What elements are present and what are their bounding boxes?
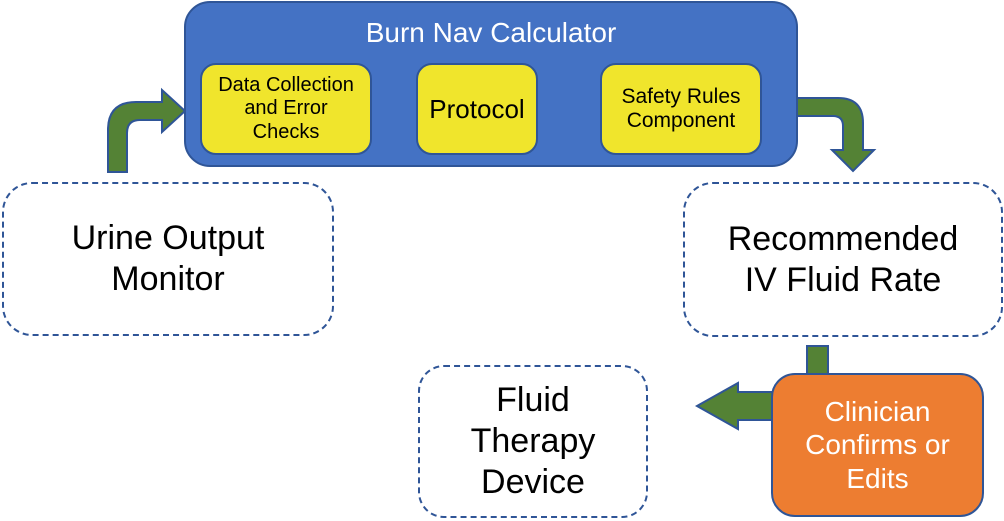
bent-arrow-right-down-icon — [794, 97, 877, 173]
node-label: Confirms or — [805, 429, 950, 461]
node-label: Recommended — [727, 219, 959, 258]
node-label: Fluid — [496, 381, 570, 420]
step-label: Protocol — [429, 93, 525, 124]
node-fluid-therapy-device: Fluid Therapy Device — [418, 365, 648, 518]
bent-arrow-up-right-icon — [107, 87, 187, 173]
step-label: Safety Rules — [621, 84, 741, 108]
node-label: IV Fluid Rate — [744, 260, 942, 299]
step-data-collection: Data Collection and Error Checks — [200, 63, 372, 155]
node-clinician-confirms-or-edits: Clinician Confirms or Edits — [771, 373, 984, 517]
calculator-title: Burn Nav Calculator — [365, 17, 617, 48]
step-label: Checks — [252, 120, 320, 143]
step-label: Component — [626, 109, 736, 132]
node-label: Device — [481, 462, 585, 501]
node-label: Urine Output — [71, 219, 265, 258]
node-urine-output-monitor: Urine Output Monitor — [2, 182, 334, 336]
step-label: Data Collection — [218, 74, 354, 97]
step-safety-rules: Safety Rules Component — [600, 63, 762, 155]
node-label: Edits — [846, 462, 909, 494]
arrow-left-icon — [694, 381, 781, 431]
step-label: and Error — [244, 97, 328, 120]
node-label: Therapy — [470, 422, 596, 461]
step-protocol: Protocol — [416, 63, 538, 155]
burn-nav-calculator: Burn Nav Calculator Data Collection and … — [184, 1, 798, 167]
node-label: Clinician — [824, 395, 931, 427]
connector-down — [806, 345, 829, 377]
node-label: Monitor — [111, 260, 225, 298]
node-recommended-iv-fluid-rate: Recommended IV Fluid Rate — [683, 182, 1003, 337]
